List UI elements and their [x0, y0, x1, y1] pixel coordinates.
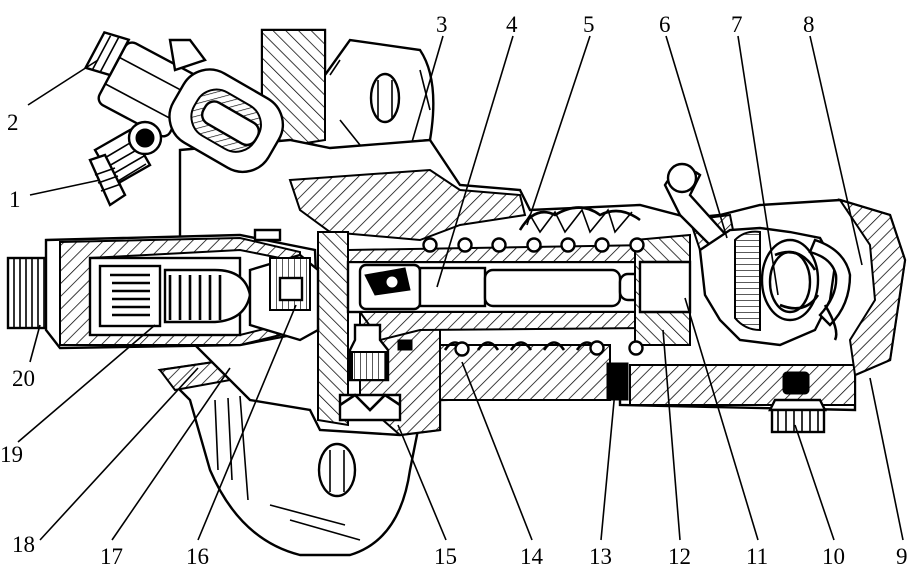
- tappet-roller-assembly: [663, 162, 852, 347]
- callout-4: 4: [506, 12, 518, 37]
- callout-20: 20: [12, 366, 35, 391]
- callout-17: 17: [100, 544, 123, 569]
- callout-9: 9: [896, 544, 908, 569]
- plunger-assembly: [346, 233, 692, 346]
- callout-11: 11: [746, 544, 768, 569]
- callout-10: 10: [822, 544, 845, 569]
- callout-14: 14: [520, 544, 544, 569]
- callout-2: 2: [7, 110, 19, 135]
- banjo-inlet-fitting: [83, 30, 285, 207]
- flange-bolt-hole: [317, 442, 357, 498]
- callout-6: 6: [659, 12, 671, 37]
- callout-13: 13: [589, 544, 612, 569]
- callout-3: 3: [436, 12, 448, 37]
- upper-housing-bracket: [260, 28, 435, 152]
- bleed-screw: [768, 371, 827, 434]
- delivery-valve-holder: [6, 228, 320, 350]
- leader-lines: [17, 35, 904, 541]
- plunger-guide-pin: [338, 323, 402, 422]
- plunger-return-spring: [422, 206, 645, 357]
- callout-8: 8: [803, 12, 815, 37]
- small-seal: [397, 339, 413, 351]
- callout-7: 7: [731, 12, 743, 37]
- callout-16: 16: [186, 544, 209, 569]
- sealing-ring: [606, 362, 629, 401]
- callout-1: 1: [9, 187, 21, 212]
- callout-19: 19: [0, 442, 23, 467]
- callout-5: 5: [583, 12, 595, 37]
- callout-15: 15: [434, 544, 457, 569]
- lever-ball-end: [666, 162, 698, 194]
- bracket-bolt-hole: [369, 72, 401, 124]
- callout-labels: 2 1 3 4 5 6 7 8 9 10 11 12 13 14 15 16 1…: [0, 12, 908, 569]
- callout-18: 18: [12, 532, 35, 557]
- callout-12: 12: [668, 544, 691, 569]
